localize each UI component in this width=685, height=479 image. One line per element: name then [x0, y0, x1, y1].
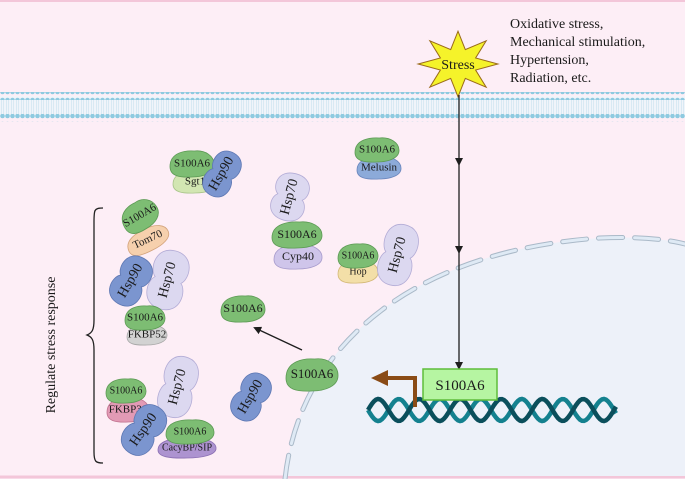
- regulate-label: Regulate stress response: [44, 277, 59, 414]
- s100a6-cyp40: S100A6: [271, 221, 323, 249]
- dna-strand-2: [366, 396, 618, 424]
- stress-label: Stress: [441, 58, 474, 73]
- export-arrow: [253, 326, 303, 351]
- gene-label: S100A6: [435, 378, 485, 394]
- hsp70-cyp40: Hsp70: [270, 172, 310, 222]
- protein-label: S100A6: [174, 426, 207, 437]
- protein-label: S100A6: [110, 385, 143, 396]
- s100a6-free: S100A6: [220, 295, 266, 323]
- s100a6-cacybp: S100A6: [165, 419, 215, 445]
- protein-label: S100A6: [277, 227, 316, 241]
- protein-label: S100A6: [127, 312, 164, 324]
- hsp70-fkbp38: Hsp70: [157, 356, 199, 418]
- cell-membrane: [0, 92, 685, 122]
- s100a6-sgt1: S100A6: [169, 150, 215, 178]
- hsp90-fkbp52: Hsp90: [109, 255, 153, 307]
- protein-label: Hop: [349, 266, 366, 277]
- s100a6-hop: S100A6: [337, 243, 379, 269]
- protein-label: S100A6: [342, 250, 375, 261]
- protein-label: Cyp40: [282, 249, 314, 263]
- protein-label: S100A6: [174, 158, 211, 170]
- protein-label: CacyBP/SIP: [162, 442, 212, 453]
- s100a6-fkbp52: S100A6: [124, 305, 166, 331]
- hsp70-fkbp52: Hsp70: [146, 249, 190, 311]
- stress-causes: Oxidative stress, Mechanical stimulation…: [510, 17, 645, 86]
- brace: [85, 207, 104, 464]
- transcription-arrow: [371, 370, 417, 407]
- cause-3: Hypertension,: [510, 53, 589, 68]
- cause-1: Oxidative stress,: [510, 17, 603, 32]
- s100a6-gene-box: S100A6: [422, 368, 498, 401]
- cause-4: Radiation, etc.: [510, 71, 591, 86]
- protein-label: S100A6: [291, 366, 334, 381]
- cause-2: Mechanical stimulation,: [510, 35, 645, 50]
- protein-label: S100A6: [223, 301, 262, 315]
- s100a6-melusin: S100A6: [354, 137, 400, 163]
- cyp40-protein: Cyp40: [273, 244, 323, 270]
- hsp90-free: Hsp90: [230, 372, 272, 422]
- s100a6-fkbp38: S100A6: [105, 378, 147, 404]
- hsp70-hop: Hsp70: [377, 224, 419, 286]
- protein-label: Sgt1: [185, 176, 205, 188]
- protein-label: S100A6: [359, 144, 396, 156]
- protein-label: FKBP52: [128, 329, 167, 341]
- dna-helix: [366, 396, 618, 424]
- protein-label: Melusin: [361, 162, 398, 174]
- stress-star: Stress: [416, 29, 500, 99]
- s100a6-nuclear: S100A6: [285, 358, 339, 392]
